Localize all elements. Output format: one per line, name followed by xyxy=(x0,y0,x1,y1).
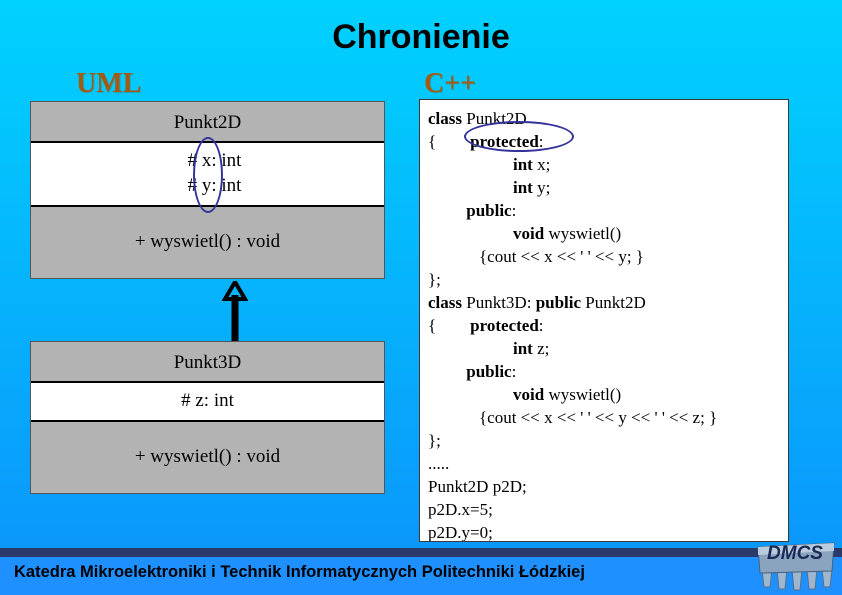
footer-text: Katedra Mikroelektroniki i Technik Infor… xyxy=(14,563,585,581)
code-keyword: public xyxy=(466,201,512,220)
uml-operations-punkt3d: + wyswietl() : void xyxy=(31,422,384,493)
code-text: }; xyxy=(428,270,441,289)
code-line: }; xyxy=(428,429,782,452)
code-text: Punkt2D xyxy=(466,109,527,128)
code-line: }; xyxy=(428,268,782,291)
code-text xyxy=(428,224,513,243)
uml-operations-punkt2d: + wyswietl() : void xyxy=(31,207,384,278)
code-keyword: int xyxy=(513,155,538,174)
cpp-code-panel: class Punkt2D{ protected: int x; int y; … xyxy=(419,99,789,542)
uml-attribute-text: y: int xyxy=(201,175,242,196)
code-text: y; xyxy=(537,178,551,197)
code-text xyxy=(428,339,513,358)
code-text xyxy=(428,362,466,381)
code-text xyxy=(428,178,513,197)
code-keyword: protected xyxy=(470,132,539,151)
uml-attributes-punkt3d: # z: int xyxy=(31,383,384,422)
code-text: p2D.x=5; xyxy=(428,500,493,519)
code-text: x; xyxy=(537,155,551,174)
code-text: wyswietl() xyxy=(548,385,622,404)
code-text: : xyxy=(538,316,544,335)
code-keyword: void xyxy=(513,385,549,404)
code-line: {cout << x << ' ' << y; } xyxy=(428,245,782,268)
footer-band xyxy=(0,557,842,595)
code-text: Punkt2D xyxy=(585,293,646,312)
code-text: p2D.y=0; xyxy=(428,523,493,542)
code-text: : xyxy=(538,132,544,151)
code-keyword: protected xyxy=(470,316,539,335)
uml-class-punkt2d: Punkt2D # x: int # y: int + wyswietl() :… xyxy=(30,101,385,279)
code-line: int z; xyxy=(428,337,782,360)
code-text: : xyxy=(511,201,517,220)
code-line: void wyswietl() xyxy=(428,383,782,406)
code-text: { xyxy=(428,132,471,151)
section-label-uml: UML xyxy=(76,68,142,99)
code-text: : xyxy=(511,362,517,381)
uml-attributes-punkt2d: # x: int # y: int xyxy=(31,143,384,207)
uml-class-name-punkt2d: Punkt2D xyxy=(31,102,384,143)
uml-attribute: # x: int xyxy=(31,148,384,173)
code-keyword: void xyxy=(513,224,549,243)
code-text xyxy=(428,155,513,174)
code-line: ..... xyxy=(428,452,782,475)
uml-operation: + wyswietl() : void xyxy=(134,446,281,467)
code-keyword: class xyxy=(428,109,467,128)
cpp-code-listing: class Punkt2D{ protected: int x; int y; … xyxy=(420,100,788,542)
code-text: {cout << x << ' ' << y << ' ' << z; } xyxy=(428,408,718,427)
code-line: {cout << x << ' ' << y << ' ' << z; } xyxy=(428,406,782,429)
code-line: class Punkt3D: public Punkt2D xyxy=(428,291,782,314)
uml-attribute: # y: int xyxy=(31,173,384,198)
dmcs-logo-text: DMCS xyxy=(767,543,823,564)
code-line: p2D.y=0; xyxy=(428,521,782,542)
code-text xyxy=(428,385,513,404)
uml-attribute-text: z: int xyxy=(195,390,234,411)
code-keyword: int xyxy=(513,178,538,197)
code-line: public: xyxy=(428,199,782,222)
footer-stripe xyxy=(0,548,842,557)
uml-attribute-text: x: int xyxy=(201,150,242,171)
uml-class-punkt3d: Punkt3D # z: int + wyswietl() : void xyxy=(30,341,385,494)
code-text: Punkt3D: xyxy=(466,293,536,312)
code-keyword: class xyxy=(428,293,467,312)
code-keyword: int xyxy=(513,339,538,358)
uml-attribute: # z: int xyxy=(31,388,384,413)
section-label-cpp: C++ xyxy=(424,68,477,99)
code-line: { protected: xyxy=(428,130,782,153)
code-text: ..... xyxy=(428,454,450,473)
uml-operation: + wyswietl() : void xyxy=(134,231,281,252)
dmcs-logo-icon: DMCS xyxy=(757,542,835,591)
code-keyword: public xyxy=(466,362,512,381)
uml-visibility-marker: # xyxy=(187,175,198,196)
code-text: z; xyxy=(537,339,550,358)
code-text: wyswietl() xyxy=(548,224,622,243)
code-line: Punkt2D p2D; xyxy=(428,475,782,498)
code-line: int y; xyxy=(428,176,782,199)
uml-class-name-punkt3d: Punkt3D xyxy=(31,342,384,383)
code-line: int x; xyxy=(428,153,782,176)
code-line: p2D.x=5; xyxy=(428,498,782,521)
code-text xyxy=(428,201,466,220)
code-line: void wyswietl() xyxy=(428,222,782,245)
code-line: { protected: xyxy=(428,314,782,337)
uml-diagram: Punkt2D # x: int # y: int + wyswietl() :… xyxy=(30,101,387,494)
code-line: class Punkt2D xyxy=(428,107,782,130)
generalization-arrow-icon xyxy=(222,281,248,341)
code-line: public: xyxy=(428,360,782,383)
code-text: { xyxy=(428,316,471,335)
code-text: }; xyxy=(428,431,441,450)
code-text: {cout << x << ' ' << y; } xyxy=(428,247,644,266)
uml-visibility-marker: # xyxy=(187,150,198,171)
uml-visibility-marker: # xyxy=(181,390,191,411)
slide-title: Chronienie xyxy=(332,18,510,56)
code-text: Punkt2D p2D; xyxy=(428,477,527,496)
code-keyword: public xyxy=(535,293,586,312)
